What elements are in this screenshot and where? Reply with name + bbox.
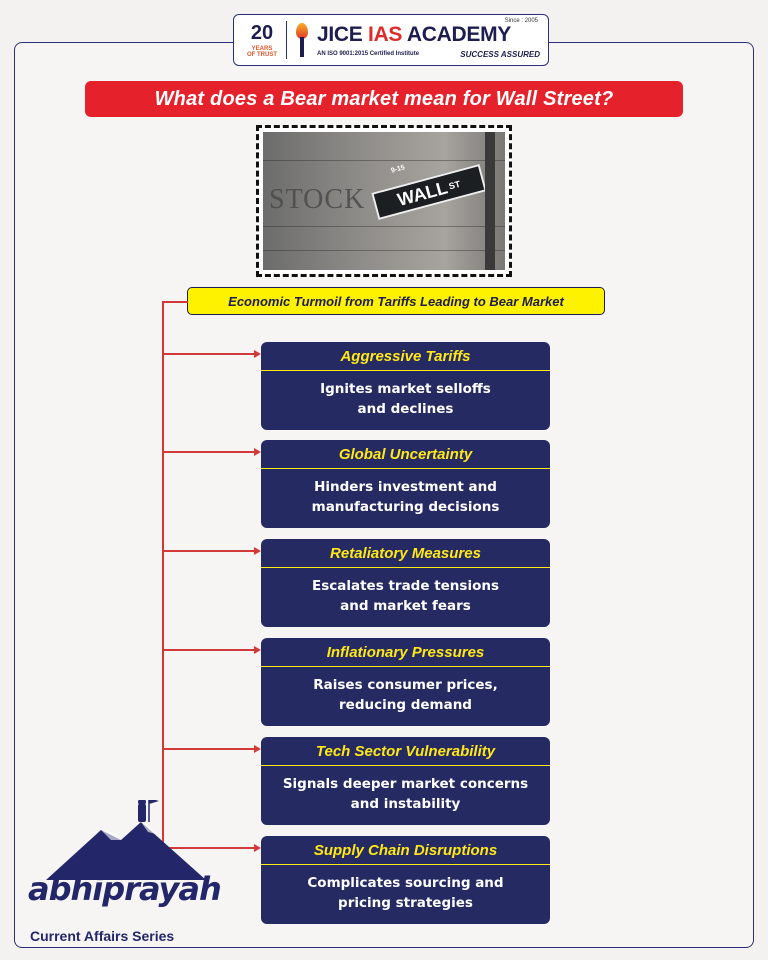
academy-name: JICE IAS ACADEMY xyxy=(317,23,511,46)
torch-icon xyxy=(293,23,311,57)
connector-branch xyxy=(162,649,254,651)
connector-branch xyxy=(162,550,254,552)
iso-label: AN ISO 9001:2015 Certified Institute xyxy=(317,51,420,57)
card-line: and market fears xyxy=(340,597,471,614)
arrow-right-icon xyxy=(254,646,261,654)
mountain-climber-icon xyxy=(46,800,206,880)
stock-engraving: STOCK xyxy=(269,184,366,215)
card-heading: Global Uncertainty xyxy=(261,440,550,469)
arrow-right-icon xyxy=(254,448,261,456)
connector-branch xyxy=(162,451,254,453)
since-label: Since : 2005 xyxy=(504,18,538,24)
card-line: Escalates trade tensions xyxy=(312,577,499,594)
connector-top xyxy=(162,301,188,303)
arrow-right-icon xyxy=(254,844,261,852)
connector-branch xyxy=(162,748,254,750)
card-line: Signals deeper market concerns xyxy=(282,775,529,792)
sign-number: 9-15 xyxy=(390,164,406,175)
arrow-right-icon xyxy=(254,745,261,753)
card-line: Hinders investment and xyxy=(314,478,497,495)
page-title: What does a Bear market mean for Wall St… xyxy=(85,81,683,117)
connector-vertical xyxy=(162,301,164,847)
card-description: Ignites market selloffs and declines xyxy=(261,371,550,428)
card-heading: Tech Sector Vulnerability xyxy=(261,737,550,766)
card-line: manufacturing decisions xyxy=(311,498,500,515)
card-line: and declines xyxy=(357,400,454,417)
card-line: Ignites market selloffs xyxy=(320,380,491,397)
abhiprayah-wordmark: abhiprayah xyxy=(28,870,222,908)
years-number: 20 xyxy=(250,22,274,44)
tagline: SUCCESS ASSURED xyxy=(460,50,540,59)
logo-divider xyxy=(286,21,287,59)
card-description: Complicates sourcing and pricing strategi… xyxy=(261,865,550,922)
abhiprayah-branding: abhiprayah Current Affairs Series xyxy=(28,800,228,950)
card-line: and instability xyxy=(350,795,461,812)
academy-logo: 20 YEARS OF TRUST JICE IAS ACADEMY Since… xyxy=(233,14,549,66)
connector-branch xyxy=(162,353,254,355)
card-description: Escalates trade tensions and market fears xyxy=(261,568,550,625)
card-line: Raises consumer prices, xyxy=(313,676,498,693)
connector-branch xyxy=(162,847,254,849)
logo-text-block: JICE IAS ACADEMY Since : 2005 AN ISO 900… xyxy=(317,15,540,65)
card-description: Signals deeper market concerns and instab… xyxy=(261,766,550,823)
card-line: pricing strategies xyxy=(338,894,473,911)
card-heading: Retaliatory Measures xyxy=(261,539,550,568)
years-text: YEARS OF TRUST xyxy=(247,46,277,58)
card-heading: Inflationary Pressures xyxy=(261,638,550,667)
card-description: Raises consumer prices, reducing demand xyxy=(261,667,550,724)
card-heading: Supply Chain Disruptions xyxy=(261,836,550,865)
series-label: Current Affairs Series xyxy=(30,928,175,944)
section-subtitle: Economic Turmoil from Tariffs Leading to… xyxy=(187,287,605,315)
card-description: Hinders investment and manufacturing deci… xyxy=(261,469,550,526)
sign-pole xyxy=(485,132,495,270)
arrow-right-icon xyxy=(254,350,261,358)
card-heading: Aggressive Tariffs xyxy=(261,342,550,371)
card-line: Complicates sourcing and xyxy=(307,874,504,891)
arrow-right-icon xyxy=(254,547,261,555)
years-badge: 20 YEARS OF TRUST xyxy=(242,22,282,58)
card-line: reducing demand xyxy=(339,696,472,713)
